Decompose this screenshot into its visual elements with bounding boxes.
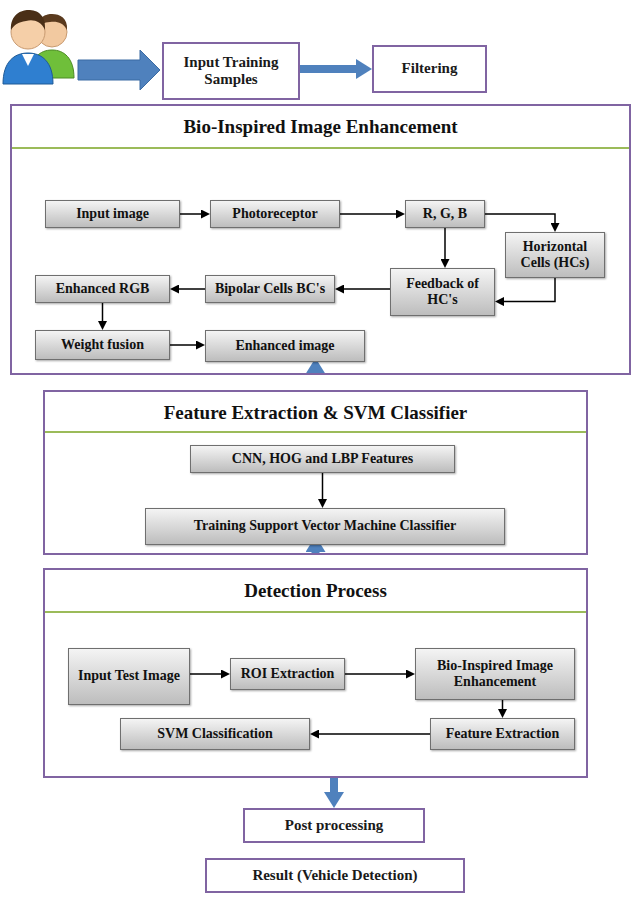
connector-arrow [170,344,196,346]
box-label: Enhanced RGB [56,281,150,297]
heading-rule [12,147,629,149]
connector-arrow [190,673,221,675]
box-label: Result (Vehicle Detection) [252,867,417,884]
process-box: Input Training Samples [162,42,300,100]
box-label: SVM Classification [157,726,273,742]
panel-heading: Bio-Inspired Image Enhancement [183,116,457,138]
connector-arrow [340,213,396,215]
step-box: SVM Classification [120,718,310,750]
flow-arrow [300,65,356,73]
box-label: Weight fusion [61,337,144,353]
step-box: Input image [45,200,180,228]
box-label: Bio-Inspired Image Enhancement [422,658,568,690]
step-box: Bipolar Cells BC's [205,275,335,303]
step-box: Feature Extraction [430,718,575,750]
step-box: Photoreceptor [210,200,340,228]
connector-arrow [102,303,104,321]
step-box: Feedback of HC's [390,268,495,316]
box-label: Input Training Samples [170,54,292,89]
box-label: Filtering [402,60,458,77]
step-box: Enhanced RGB [35,275,170,303]
step-box: Training Support Vector Machine Classifi… [145,508,505,545]
connector-arrow [504,278,555,302]
connector-arrow [322,473,324,499]
step-box: CNN, HOG and LBP Features [190,445,455,473]
connector-arrow [345,673,406,675]
blue-user [3,10,53,84]
box-label: Bipolar Cells BC's [215,281,325,297]
process-box: Post processing [243,808,425,843]
connector-arrow [179,288,205,290]
heading-rule [45,611,586,613]
box-label: CNN, HOG and LBP Features [232,451,413,467]
box-label: Feature Extraction [446,726,560,742]
process-box: Filtering [372,45,487,93]
connector-arrow [502,700,504,709]
user-collar [22,54,34,66]
step-box: R, G, B [405,200,485,228]
panel-heading: Detection Process [244,580,387,602]
box-label: Photoreceptor [232,206,317,222]
step-box: Bio-Inspired Image Enhancement [415,648,575,700]
input-arrow [78,50,160,90]
step-box: Enhanced image [205,330,365,362]
box-label: Feedback of HC's [397,276,488,308]
panel-heading: Feature Extraction & SVM Classifier [164,402,468,424]
connector-arrow [344,288,390,290]
box-label: ROI Extraction [241,666,335,682]
box-label: Input image [76,206,149,222]
box-label: Post processing [285,817,383,834]
box-label: Training Support Vector Machine Classifi… [194,518,456,534]
stage-panel: Detection ProcessInput Test Image ROI Ext… [43,568,588,778]
connector-arrow [444,228,446,259]
box-label: R, G, B [423,206,467,222]
step-box: Input Test Image [68,648,190,705]
connector-arrow [485,214,555,223]
connector-arrow [319,733,430,735]
step-box: ROI Extraction [230,658,345,690]
stage-panel: Feature Extraction & SVM ClassifierCNN, … [43,390,588,555]
box-label: Enhanced image [235,338,334,354]
step-box: Horizontal Cells (HCs) [505,232,605,278]
user-hair [11,10,45,30]
box-label: Horizontal Cells (HCs) [512,239,598,271]
stage-panel: Bio-Inspired Image EnhancementInput imag… [10,104,631,375]
user-body [3,53,53,84]
box-label: Input Test Image [78,668,180,684]
users-icon [3,10,74,84]
heading-rule [45,431,586,433]
flow-arrow [330,778,338,792]
process-box: Result (Vehicle Detection) [205,858,465,893]
connector-arrow [180,213,201,215]
step-box: Weight fusion [35,330,170,360]
